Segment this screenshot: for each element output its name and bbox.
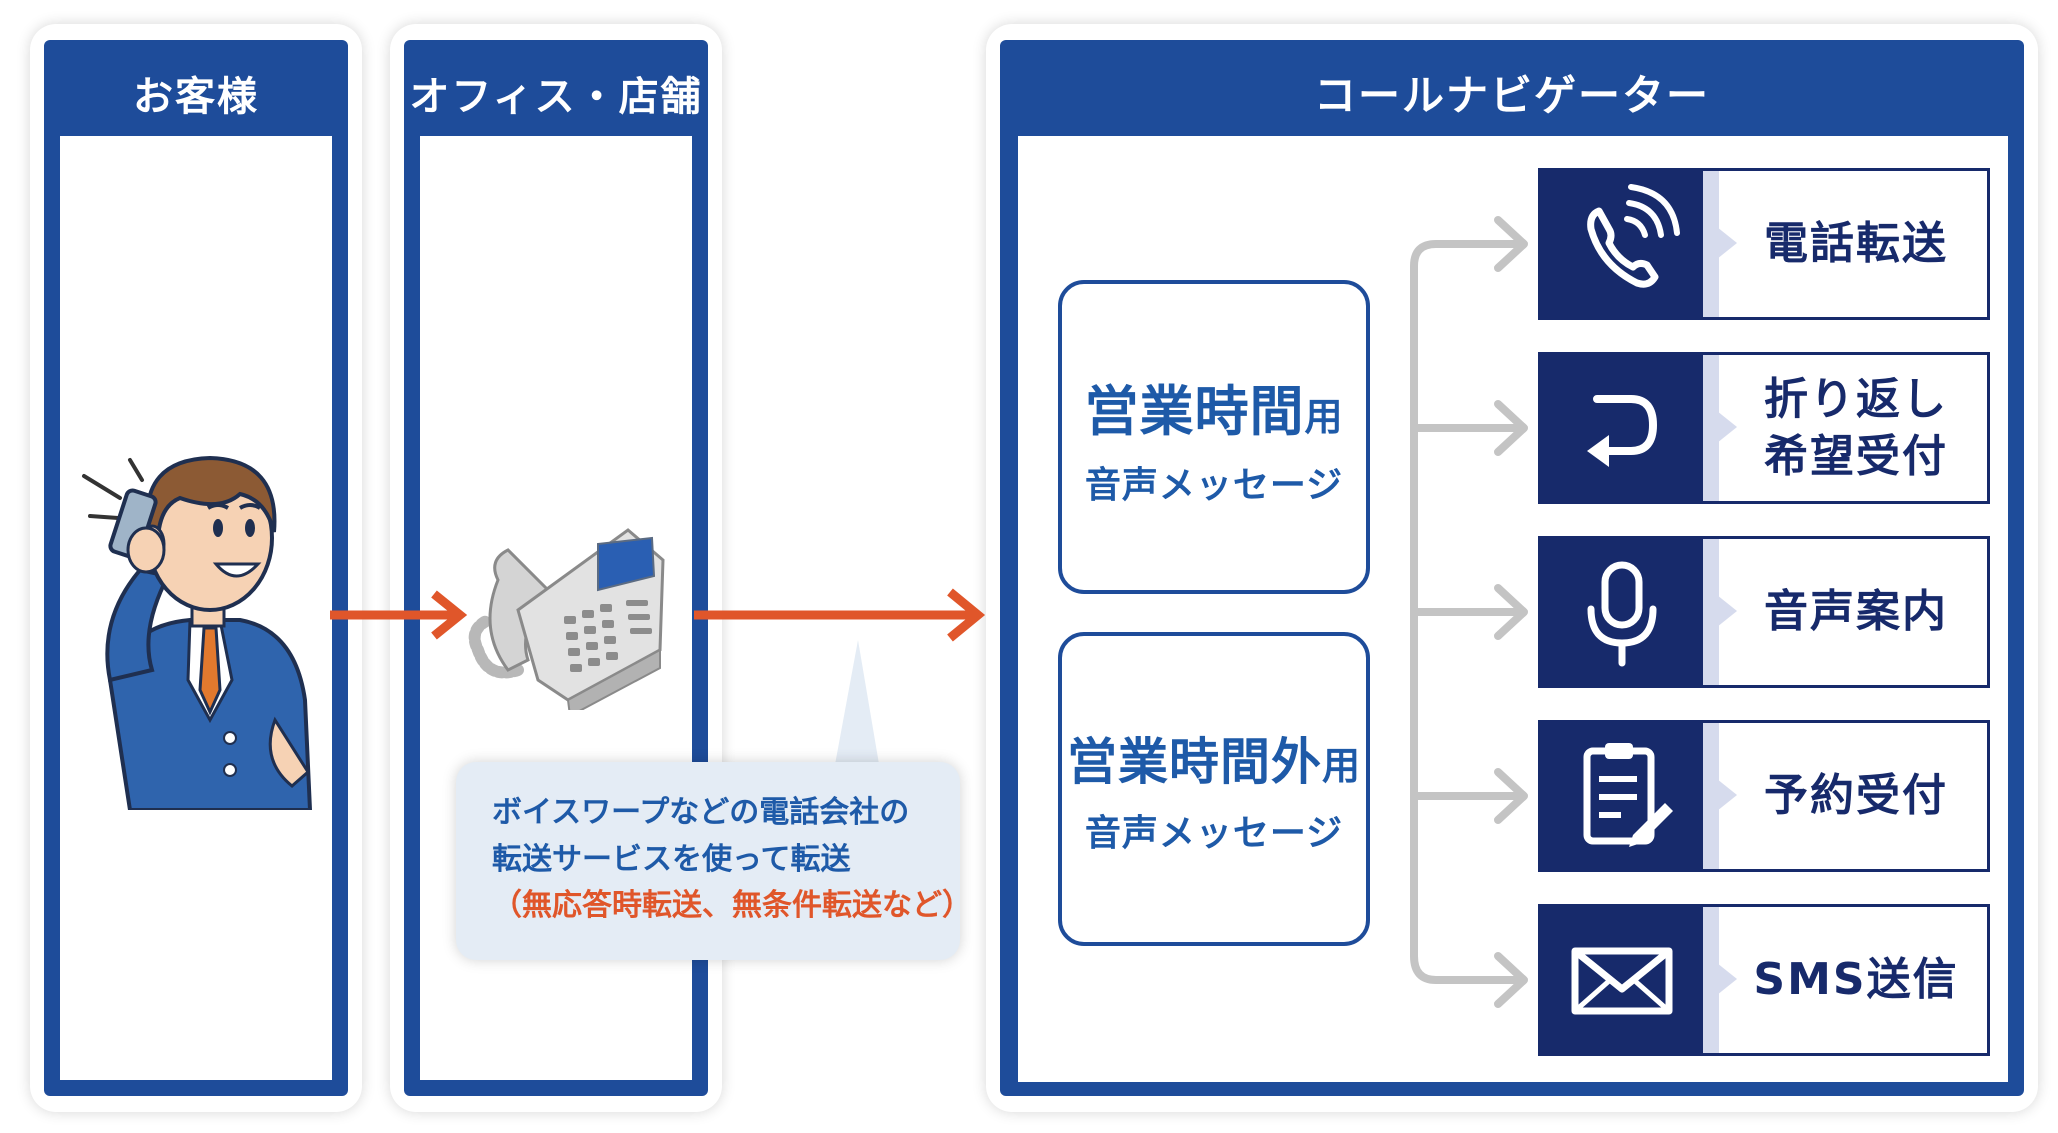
business-hours-title: 営業時間 [1084, 379, 1305, 443]
after-hours-message-box: 営業時間外用 音声メッセージ [1058, 632, 1370, 946]
callback-arrow-icon [1587, 395, 1658, 467]
business-hours-subtitle: 音声メッセージ [1084, 464, 1344, 506]
chevron-right-icon [1717, 227, 1737, 259]
business-hours-suffix: 用 [1304, 394, 1344, 439]
after-hours-title: 営業時間外 [1066, 733, 1322, 791]
callout-line-2: 転送サービスを使って転送 [492, 841, 851, 877]
chevron-right-icon [1717, 595, 1737, 627]
option-callback-request: 折り返し 希望受付 [1538, 352, 1990, 504]
phone-ringing-icon [1587, 184, 1680, 288]
callout-line-3: （無応答時転送、無条件転送など） [492, 888, 972, 923]
callout-pointer [834, 640, 880, 770]
chevron-right-icon [1717, 963, 1737, 995]
businessman-on-phone-icon [82, 455, 313, 810]
clipboard-icon [1583, 743, 1673, 847]
option-label: 予約受付 [1764, 770, 1948, 822]
chevron-right-icon [1717, 411, 1737, 443]
customer-column-title: お客様 [133, 74, 259, 120]
option-reservation: 予約受付 [1538, 720, 1990, 872]
business-hours-message-box: 営業時間用 音声メッセージ [1058, 280, 1370, 594]
option-sms: SMS送信 [1538, 904, 1990, 1056]
navigator-column-title: コールナビゲーター [1313, 71, 1710, 120]
office-desk-phone-icon [468, 528, 665, 710]
option-phone-forwarding: 電話転送 [1538, 168, 1990, 320]
envelope-icon [1571, 947, 1673, 1015]
forwarding-callout: ボイスワープなどの電話会社の 転送サービスを使って転送 （無応答時転送、無条件転… [456, 762, 972, 960]
customer-to-office-arrow [330, 590, 468, 640]
callout-line-1: ボイスワープなどの電話会社の [492, 795, 910, 830]
option-label: 折り返し 希望受付 [1764, 373, 1948, 482]
after-hours-suffix: 用 [1321, 744, 1361, 788]
option-label: 電話転送 [1764, 218, 1948, 270]
option-connector [1410, 216, 1528, 1008]
chevron-right-icon [1717, 779, 1737, 811]
office-column-title: オフィス・店舗 [409, 74, 703, 120]
office-to-navigator-arrow [694, 588, 986, 642]
option-label: 音声案内 [1764, 586, 1948, 638]
option-label: SMS送信 [1753, 954, 1959, 1006]
after-hours-subtitle: 音声メッセージ [1084, 813, 1344, 854]
microphone-icon [1587, 561, 1657, 667]
option-voice-guidance: 音声案内 [1538, 536, 1990, 688]
